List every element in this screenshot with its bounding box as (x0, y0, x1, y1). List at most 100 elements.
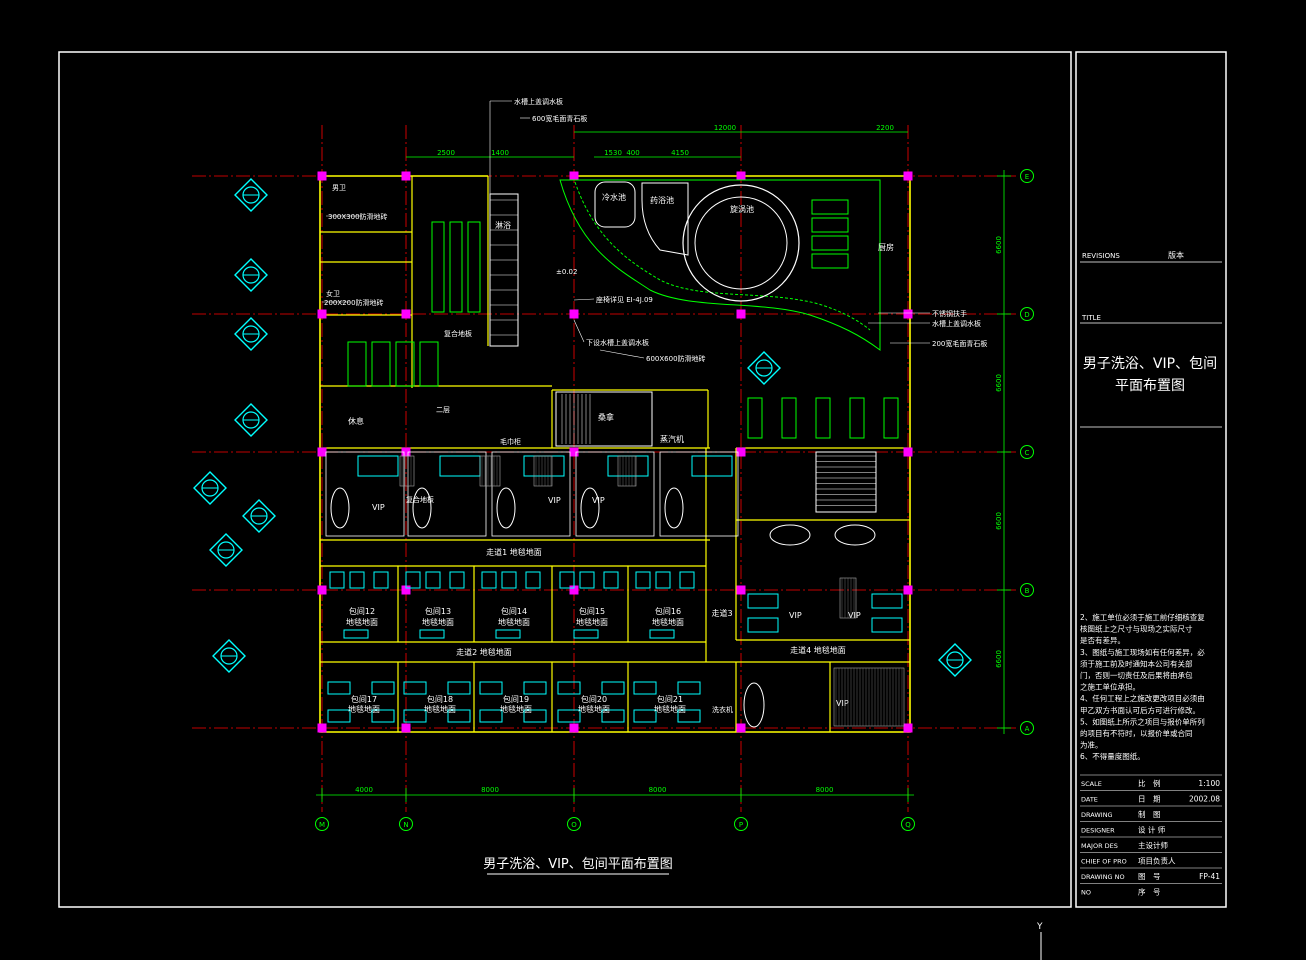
private-room-floor: 地毯地面 (500, 704, 532, 714)
callout-text: 不锈钢扶手 (932, 309, 967, 318)
vip-room (325, 451, 405, 537)
bathtub (580, 487, 600, 529)
grid-label: A (1025, 725, 1030, 733)
bathtub (743, 682, 765, 728)
title-block-value: FP-41 (1199, 872, 1220, 881)
tile-hatch (399, 455, 415, 487)
section-marker (234, 178, 268, 212)
shower-label: 淋浴 (495, 220, 511, 230)
grid-label: P (739, 821, 743, 829)
title-block-key: DRAWING (1081, 811, 1113, 819)
tv-cabinet (573, 629, 599, 639)
private-room-floor: 地毯地面 (422, 617, 454, 627)
compound-floor-label: 复合地板 (444, 329, 472, 338)
massage-bed (747, 617, 779, 633)
callout-text: 座椅详见 EI-4J.09 (596, 295, 653, 304)
structural-column (317, 585, 327, 595)
locker-bench (449, 221, 463, 313)
pool-lounger (811, 199, 849, 215)
section-marker (193, 471, 227, 505)
massage-bed (371, 681, 395, 695)
corridor-label: 走道2 地毯地面 (456, 647, 512, 657)
dimension-text: 6600 (995, 374, 1003, 392)
drawing-border (58, 51, 1072, 908)
pool-lounger (811, 217, 849, 233)
massage-bed (603, 571, 619, 589)
title-block-key: DATE (1081, 796, 1098, 804)
note-line: 3、图纸与施工现场如有任何差异，必 (1080, 647, 1205, 657)
vortex-pool-label: 旋涡池 (730, 204, 754, 214)
wash-label: 洗衣机 (712, 705, 733, 714)
dimension-text: 2500 (437, 149, 455, 157)
dimension-text: 1530 (604, 149, 622, 157)
structural-column (401, 309, 411, 319)
title-block-cn: 主设计师 (1138, 840, 1168, 850)
structural-column (903, 447, 913, 457)
callout-text: 200X200防滑地砖 (324, 298, 384, 307)
section-marker (242, 499, 276, 533)
title-block-key: MAJOR DES (1081, 842, 1118, 850)
vip-label: VIP (789, 611, 802, 620)
dimension-text: 4000 (355, 786, 373, 794)
massage-bed (523, 709, 547, 723)
vortex-pool-ring (682, 184, 800, 302)
note-line: 为准。 (1080, 740, 1103, 750)
note-line: 的项目有不符时，以报价单或合同 (1080, 728, 1193, 738)
private-room-floor: 地毯地面 (498, 617, 530, 627)
structural-column (903, 309, 913, 319)
massage-bed (403, 709, 427, 723)
note-line: 是否有差异。 (1080, 635, 1125, 645)
stair (815, 451, 877, 513)
massage-bed (635, 571, 651, 589)
dimension-text: 2200 (876, 124, 894, 132)
callout-text: 水槽上盖调水板 (932, 319, 981, 328)
vip-label: VIP (848, 611, 861, 620)
grid-label: Q (905, 821, 911, 829)
structural-column (317, 171, 327, 181)
bathtub (769, 524, 811, 546)
cold-pool-label: 冷水池 (602, 192, 626, 202)
title-block-value: 1:100 (1198, 779, 1220, 788)
bathtub (412, 487, 432, 529)
dimension-text: 8000 (481, 786, 499, 794)
massage-bed (425, 571, 441, 589)
private-room-label: 包间19 (503, 694, 529, 704)
title-block-cn: 序 号 (1138, 887, 1161, 897)
vip-label: VIP (372, 503, 385, 512)
massage-bed (523, 455, 565, 477)
massage-bed (691, 455, 733, 477)
rest-label: 休息 (348, 416, 364, 426)
massage-bed (447, 709, 471, 723)
title-block-cn: 日 期 (1138, 795, 1161, 804)
grid-bubble (1020, 445, 1034, 459)
structural-column (317, 723, 327, 733)
dimension-text: 4150 (671, 149, 689, 157)
massage-bed (329, 571, 345, 589)
dimension-text: 400 (626, 149, 639, 157)
callout-text: 300X300防滑地砖 (328, 212, 388, 221)
dimension-text: 8000 (816, 786, 834, 794)
towel-label: 毛巾柜 (500, 437, 521, 446)
grid-bubble (567, 817, 581, 831)
grid-label: B (1025, 587, 1030, 595)
vip-label: VIP (548, 496, 561, 505)
massage-bed (579, 571, 595, 589)
note-line: 核图纸上之尺寸与现场之实际尺寸 (1080, 624, 1193, 634)
corridor-label: 走道1 地毯地面 (486, 547, 542, 557)
structural-column (401, 171, 411, 181)
structural-column (569, 723, 579, 733)
sauna-room (555, 391, 653, 447)
lounge-chair (781, 397, 797, 439)
sauna-label: 桑拿 (598, 412, 614, 422)
grid-bubble (1020, 721, 1034, 735)
compound-floor-label: 复合地板 (406, 495, 434, 504)
massage-bed (349, 571, 365, 589)
grid-bubble (1020, 307, 1034, 321)
massage-bed (871, 593, 903, 609)
massage-bed (449, 571, 465, 589)
massage-bed (405, 571, 421, 589)
callout-text: 600宽毛面青石板 (532, 114, 587, 123)
tile-hatch (533, 455, 553, 487)
massage-bed (357, 455, 399, 477)
locker (371, 341, 391, 387)
